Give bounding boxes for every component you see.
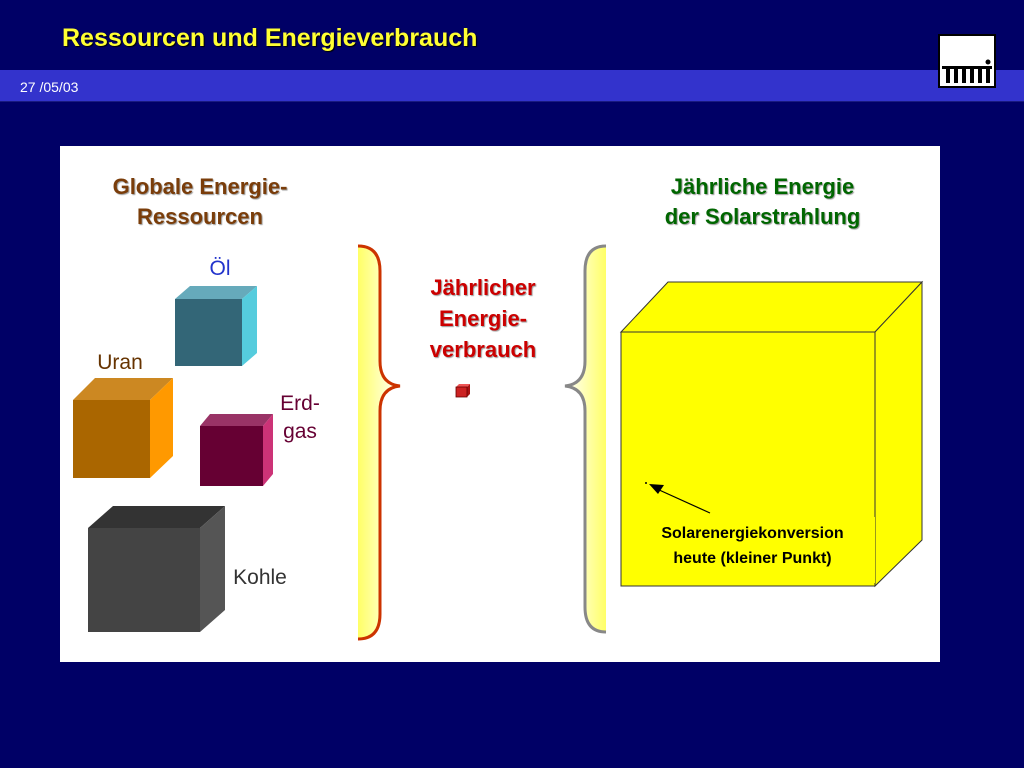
header-band: 27 /05/03	[0, 70, 1024, 102]
solar-title-line1: Jährliche Energie	[670, 174, 855, 199]
coal-label: Kohle	[233, 566, 287, 589]
uranium-label: Uran	[97, 351, 143, 374]
gas-label-line2: gas	[283, 420, 317, 443]
usage-cube	[455, 384, 470, 398]
left-brace	[357, 244, 401, 641]
pointer-arrow	[645, 482, 711, 514]
usage-title: Jährlicher Energie- verbrauch	[410, 272, 556, 365]
resources-title: Globale Energie- Ressourcen	[80, 172, 320, 232]
uranium-cube	[73, 378, 173, 478]
note-line1: Solarenergiekonversion	[661, 525, 844, 542]
usage-title-line3: verbrauch	[429, 337, 537, 362]
diagram-panel: Globale Energie- Ressourcen Jährliche En…	[60, 146, 940, 662]
resources-title-line1: Globale Energie-	[112, 174, 288, 199]
gas-cube	[200, 414, 273, 486]
hmi-logo	[938, 34, 996, 88]
solar-title: Jährliche Energie der Solarstrahlung	[630, 172, 895, 232]
usage-title-line2: Energie-	[438, 306, 528, 331]
slide-date: 27 /05/03	[20, 79, 79, 95]
solar-conversion-note: Solarenergiekonversion heute (kleiner Pu…	[630, 517, 875, 583]
slide-title: Ressourcen und Energieverbrauch	[62, 24, 478, 52]
usage-title-line1: Jährlicher	[430, 275, 536, 300]
note-line2: heute (kleiner Punkt)	[673, 550, 832, 567]
solar-title-line2: der Solarstrahlung	[664, 204, 861, 229]
oil-label: Öl	[209, 257, 231, 280]
coal-cube	[88, 506, 225, 632]
gas-label: Erd- gas	[265, 390, 335, 446]
right-brace	[564, 244, 607, 634]
oil-cube	[175, 286, 257, 366]
resources-title-line2: Ressourcen	[137, 204, 263, 229]
gas-label-line1: Erd-	[280, 392, 320, 415]
